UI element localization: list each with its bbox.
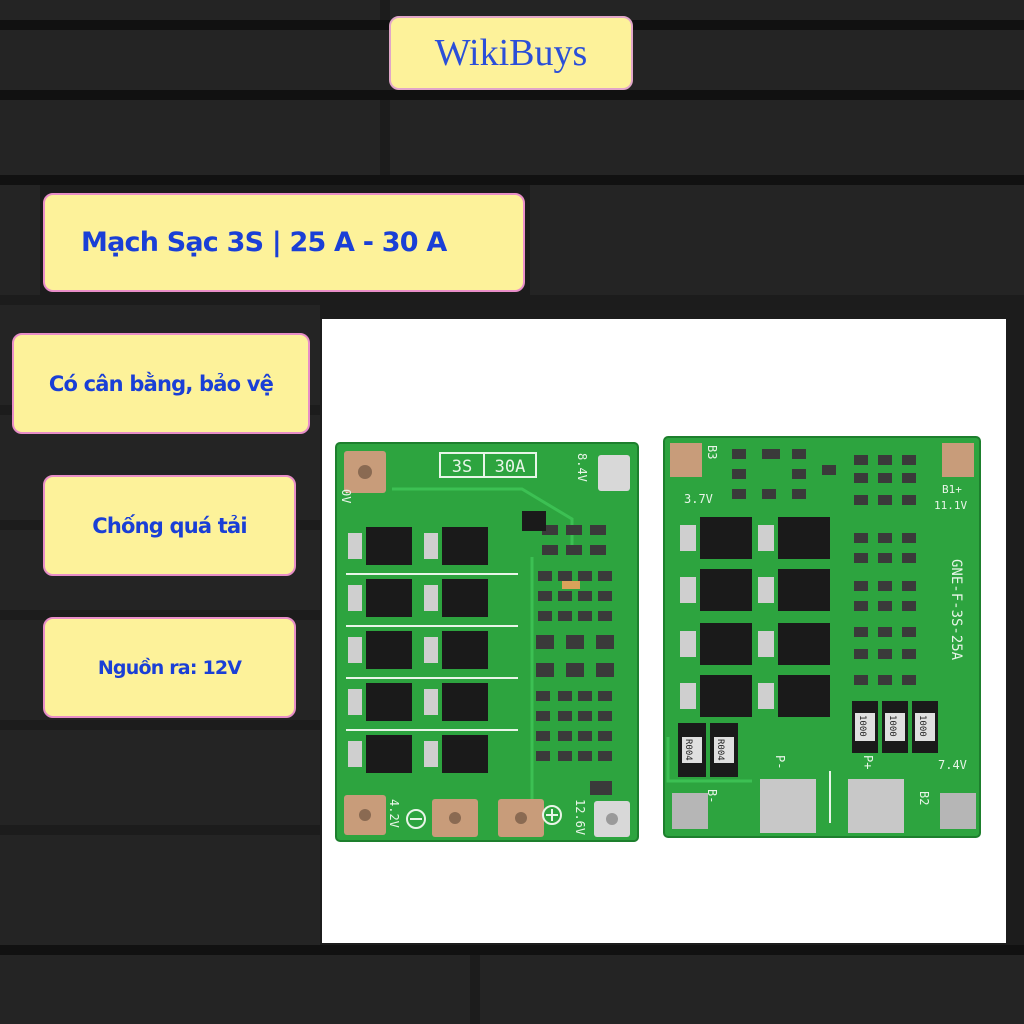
left-board-model: 3S (452, 457, 472, 477)
right-board-b3: B3 (705, 445, 719, 459)
feature-tag-balance: Có cân bằng, bảo vệ (12, 333, 310, 434)
pcb-boards-illustration: 3S 30A 8.4V 0V (335, 436, 981, 842)
left-board-v-top: 8.4V (575, 453, 589, 482)
right-board-p-plus: P+ (861, 755, 875, 769)
feature-output-text: Nguồn ra: 12V (97, 656, 242, 679)
product-title-tag: Mạch Sạc 3S | 25 A - 30 A (43, 193, 525, 292)
left-board-v-bottom-left: 4.2V (387, 799, 401, 828)
mosfet-array-left (346, 527, 518, 773)
resistor-label-2: R004 (715, 739, 725, 761)
brand-name: WikiBuys (434, 32, 588, 74)
resistor-label-4: 1000 (887, 715, 897, 737)
mosfet-array-right (680, 517, 830, 717)
smd-components-left (522, 511, 614, 795)
feature-overload-text: Chống quá tải (92, 513, 247, 538)
bms-board-3s-25a: B3 3.7V B1+ 11.1V GNE-F-3S-25A P- P+ B- … (663, 436, 981, 838)
feature-tag-output: Nguồn ra: 12V (43, 617, 296, 718)
brand-logo: WikiBuys (389, 16, 633, 90)
feature-balance-text: Có cân bằng, bảo vệ (48, 371, 274, 396)
feature-tag-overload: Chống quá tải (43, 475, 296, 576)
right-board-model: GNE-F-3S-25A (948, 559, 964, 661)
right-board-b2: B2 (917, 791, 931, 805)
right-board-b1: B1+ (942, 483, 962, 496)
left-board-v-bottom-right: 12.6V (573, 799, 587, 835)
smd-components-right (732, 449, 916, 685)
product-photo: 3S 30A 8.4V 0V (322, 319, 1006, 943)
bms-board-3s-30a: 3S 30A 8.4V 0V (335, 442, 639, 842)
resistor-label-3: 1000 (857, 715, 867, 737)
left-board-v-left: 0V (339, 489, 353, 503)
resistor-label-1: R004 (683, 739, 693, 761)
right-board-v74: 7.4V (938, 758, 967, 772)
left-board-current: 30A (495, 457, 526, 477)
right-board-b-minus: B- (705, 789, 719, 803)
product-title: Mạch Sạc 3S | 25 A - 30 A (81, 227, 447, 258)
shunt-resistors: R004 R004 1000 1000 1000 (678, 701, 938, 777)
right-board-p-minus: P- (773, 755, 787, 769)
right-board-v111: 11.1V (934, 499, 967, 512)
right-board-v37: 3.7V (684, 492, 713, 506)
resistor-label-5: 1000 (917, 715, 927, 737)
